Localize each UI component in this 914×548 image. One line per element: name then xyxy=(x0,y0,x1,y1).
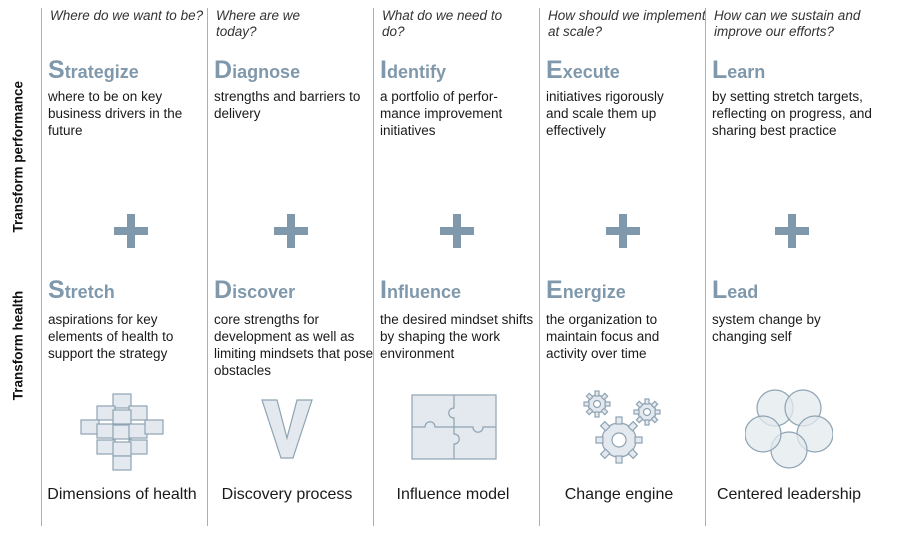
health-heading-rest: tretch xyxy=(64,282,115,302)
health-heading-initial: I xyxy=(380,276,387,304)
health-heading: Lead xyxy=(712,276,758,305)
perf-description: by setting stretch targets, reflecting o… xyxy=(712,89,872,138)
caption: Discovery process xyxy=(221,486,353,503)
perf-heading: Diagnose xyxy=(214,56,300,85)
perf-heading-rest: iagnose xyxy=(232,62,301,82)
column-question: What do we need to do? xyxy=(382,8,503,39)
health-heading-initial: D xyxy=(214,276,233,304)
perf-heading-rest: dentify xyxy=(386,62,446,82)
column-question: Where are we today? xyxy=(216,8,301,39)
row-label-performance: Transform performance xyxy=(10,80,26,233)
column-question: How should we implement at scale? xyxy=(548,8,706,39)
perf-description: strengths and barriers to delivery xyxy=(214,89,361,121)
column-identify: What do we need to do? Identify a portfo… xyxy=(373,0,539,548)
health-description: core strengths for development as well a… xyxy=(214,312,374,378)
health-heading-initial: S xyxy=(48,276,65,304)
dimensions-of-health-icon xyxy=(77,392,167,477)
centered-leadership-icon xyxy=(744,388,834,475)
plus-icon xyxy=(606,214,640,248)
caption: Influence model xyxy=(396,486,510,503)
perf-description: where to be on key business drivers in t… xyxy=(48,89,183,138)
column-learn: How can we sustain and improve our effor… xyxy=(705,0,905,548)
health-heading-initial: L xyxy=(712,276,728,304)
health-heading-initial: E xyxy=(546,276,563,304)
perf-heading-initial: E xyxy=(546,56,563,84)
plus-icon xyxy=(114,214,148,248)
plus-icon xyxy=(274,214,308,248)
column-divider xyxy=(539,8,540,526)
change-engine-icon xyxy=(579,388,669,471)
perf-heading: Identify xyxy=(380,56,446,85)
health-heading: Influence xyxy=(380,276,461,305)
caption: Change engine xyxy=(564,486,674,503)
perf-heading-initial: S xyxy=(48,56,65,84)
row-label-health: Transform health xyxy=(10,290,26,401)
caption: Dimensions of health xyxy=(47,486,197,503)
perf-heading-initial: D xyxy=(214,56,233,84)
column-question: Where do we want to be? xyxy=(50,8,204,23)
health-heading-rest: nfluence xyxy=(386,282,461,302)
health-description: the organization to maintain focus and a… xyxy=(546,312,660,361)
column-execute: How should we implement at scale? Execut… xyxy=(539,0,706,548)
perf-heading-rest: xecute xyxy=(562,62,620,82)
perf-heading: Strategize xyxy=(48,56,139,85)
column-question: How can we sustain and improve our effor… xyxy=(714,8,861,39)
column-divider xyxy=(41,8,42,526)
health-heading-rest: nergize xyxy=(562,282,626,302)
health-heading: Energize xyxy=(546,276,626,305)
perf-heading-rest: earn xyxy=(727,62,766,82)
health-description: aspirations for key elements of health t… xyxy=(48,312,174,361)
column-divider xyxy=(373,8,374,526)
column-diagnose: Where are we today? Diagnose strengths a… xyxy=(207,0,373,548)
health-heading-rest: iscover xyxy=(232,282,296,302)
perf-description: a portfolio of perfor-mance improvement … xyxy=(380,89,503,138)
column-strategize: Where do we want to be? Strategize where… xyxy=(41,0,207,548)
column-divider xyxy=(207,8,208,526)
health-heading: Discover xyxy=(214,276,295,305)
perf-heading-rest: trategize xyxy=(64,62,139,82)
perf-heading: Execute xyxy=(546,56,620,85)
caption: Centered leadership xyxy=(716,486,862,503)
health-description: the desired mindset shifts by shaping th… xyxy=(380,312,534,361)
influence-model-icon xyxy=(411,394,497,465)
health-description: system change by changing self xyxy=(712,312,821,344)
perf-heading-initial: L xyxy=(712,56,728,84)
plus-icon xyxy=(775,214,809,248)
discovery-process-icon xyxy=(259,398,315,465)
perf-heading: Learn xyxy=(712,56,765,85)
perf-heading-initial: I xyxy=(380,56,387,84)
plus-icon xyxy=(440,214,474,248)
health-heading: Stretch xyxy=(48,276,115,305)
column-divider xyxy=(705,8,706,526)
perf-description: initiatives rigorously and scale them up… xyxy=(546,89,664,138)
health-heading-rest: ead xyxy=(727,282,759,302)
